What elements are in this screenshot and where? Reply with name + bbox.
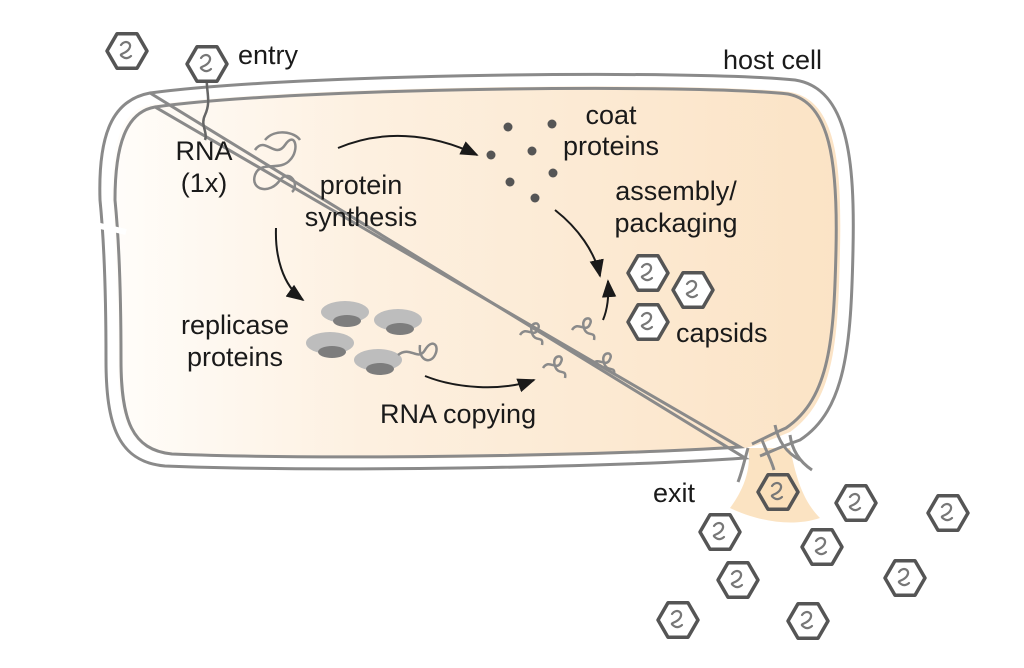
- entering-rna-strand: [202, 71, 210, 141]
- process-arrows: [274, 134, 617, 393]
- rna-squiggle: [252, 131, 302, 193]
- arrow-coat-to-capsids: [554, 209, 604, 278]
- copied-rna-fragments: [518, 317, 616, 379]
- replicase-proteins: [306, 301, 438, 375]
- arrow-to-replicase: [274, 227, 305, 302]
- virus-released-capsid-icon: [926, 493, 970, 533]
- virus-released-capsid-icon: [786, 601, 830, 641]
- label-assembly-line2: packaging: [614, 208, 738, 238]
- arrow-rna-copying: [424, 375, 536, 393]
- virus-released-capsid-icon: [883, 558, 927, 598]
- exit-channel: [736, 424, 813, 483]
- arrow-rna-to-capsids: [601, 279, 617, 321]
- virus-released-capsid-icon: [800, 527, 844, 567]
- virus-released-capsid-icon: [834, 483, 878, 523]
- virus-released-capsid-icon: [656, 600, 700, 640]
- virus-released-capsid-icon: [716, 560, 760, 600]
- label-exit: exit: [653, 478, 696, 508]
- virus-outside-capsid-icon: [105, 31, 149, 71]
- arrow-to-coat-proteins: [337, 134, 479, 156]
- label-host-cell: host cell: [723, 45, 823, 75]
- capsid-inside-capsid-icon: [626, 302, 670, 342]
- coat-protein-dots: [486, 119, 558, 203]
- label-rna-line1: RNA: [175, 136, 233, 166]
- label-protein-synthesis-line1: protein: [319, 170, 403, 200]
- label-replicase-line1: replicase: [180, 310, 290, 340]
- label-replicase-line2: proteins: [186, 342, 284, 372]
- capsid-inside-capsid-icon: [626, 253, 670, 293]
- capsid-inside-capsid-icon: [671, 270, 715, 310]
- virus-entry-capsid-icon: [185, 44, 229, 84]
- label-rna-copying: RNA copying: [380, 399, 537, 429]
- membrane-left-notch: [95, 222, 127, 235]
- label-coat-line1: coat: [585, 100, 637, 130]
- capsid-layer: [105, 31, 970, 641]
- host-cell-membrane-inner: [113, 86, 838, 459]
- virus-exiting-capsid-icon: [756, 472, 800, 512]
- virus-released-capsid-icon: [698, 512, 742, 552]
- label-coat-line2: proteins: [562, 131, 660, 161]
- label-capsids: capsids: [676, 318, 768, 348]
- host-cell-membrane-outer: [98, 72, 855, 471]
- label-protein-synthesis-line2: synthesis: [304, 202, 418, 232]
- label-assembly-line1: assembly/: [615, 176, 737, 206]
- label-rna-line2: (1x): [180, 168, 228, 198]
- label-entry: entry: [238, 40, 299, 70]
